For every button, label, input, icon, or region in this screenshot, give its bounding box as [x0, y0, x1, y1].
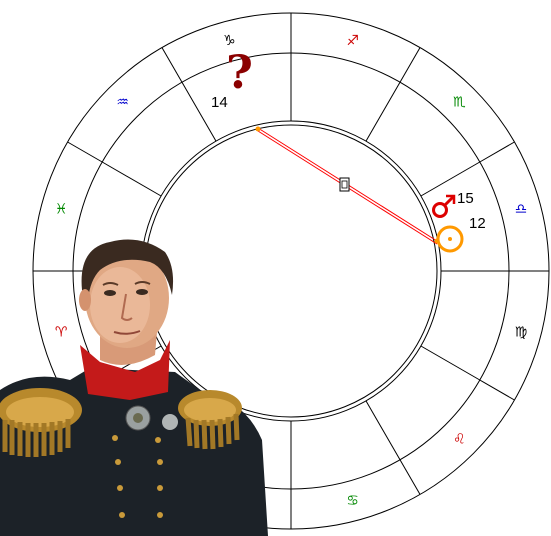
scorpio-icon: ♏ — [453, 95, 466, 111]
house-cusp — [102, 162, 161, 196]
house-cusp — [366, 401, 400, 460]
sign-divider — [480, 380, 515, 400]
cancer-icon: ♋ — [346, 493, 359, 509]
house-cusp — [366, 82, 400, 141]
virgo-icon: ♍ — [515, 325, 528, 341]
aries-icon: ♈ — [55, 325, 68, 341]
leo-icon: ♌ — [453, 431, 466, 447]
sign-divider — [480, 142, 515, 162]
sun-degree: 12 — [469, 215, 486, 232]
pisces-icon: ♓ — [55, 201, 68, 217]
unknown-point-degree: 14 — [211, 94, 228, 111]
sign-divider — [400, 460, 420, 495]
house-ring-inner-edge — [141, 121, 441, 421]
square-aspect-icon — [340, 178, 349, 191]
question-mark-icon: ? — [226, 45, 253, 99]
unknown-point-marker — [256, 127, 261, 132]
sun-icon — [438, 227, 462, 251]
mars-degree: 15 — [457, 190, 474, 207]
house-cusp — [182, 82, 216, 141]
libra-icon: ♎ — [515, 201, 528, 217]
portrait-image — [0, 240, 268, 536]
aquarius-icon: ♒ — [116, 95, 129, 111]
mars-icon — [434, 196, 455, 217]
sagittarius-icon: ♐ — [346, 33, 359, 49]
inner-circle — [145, 125, 437, 417]
sign-divider — [68, 142, 103, 162]
sign-divider — [400, 48, 420, 83]
sign-divider — [162, 48, 182, 83]
house-cusp — [421, 346, 480, 380]
sun-point-marker — [435, 239, 440, 244]
